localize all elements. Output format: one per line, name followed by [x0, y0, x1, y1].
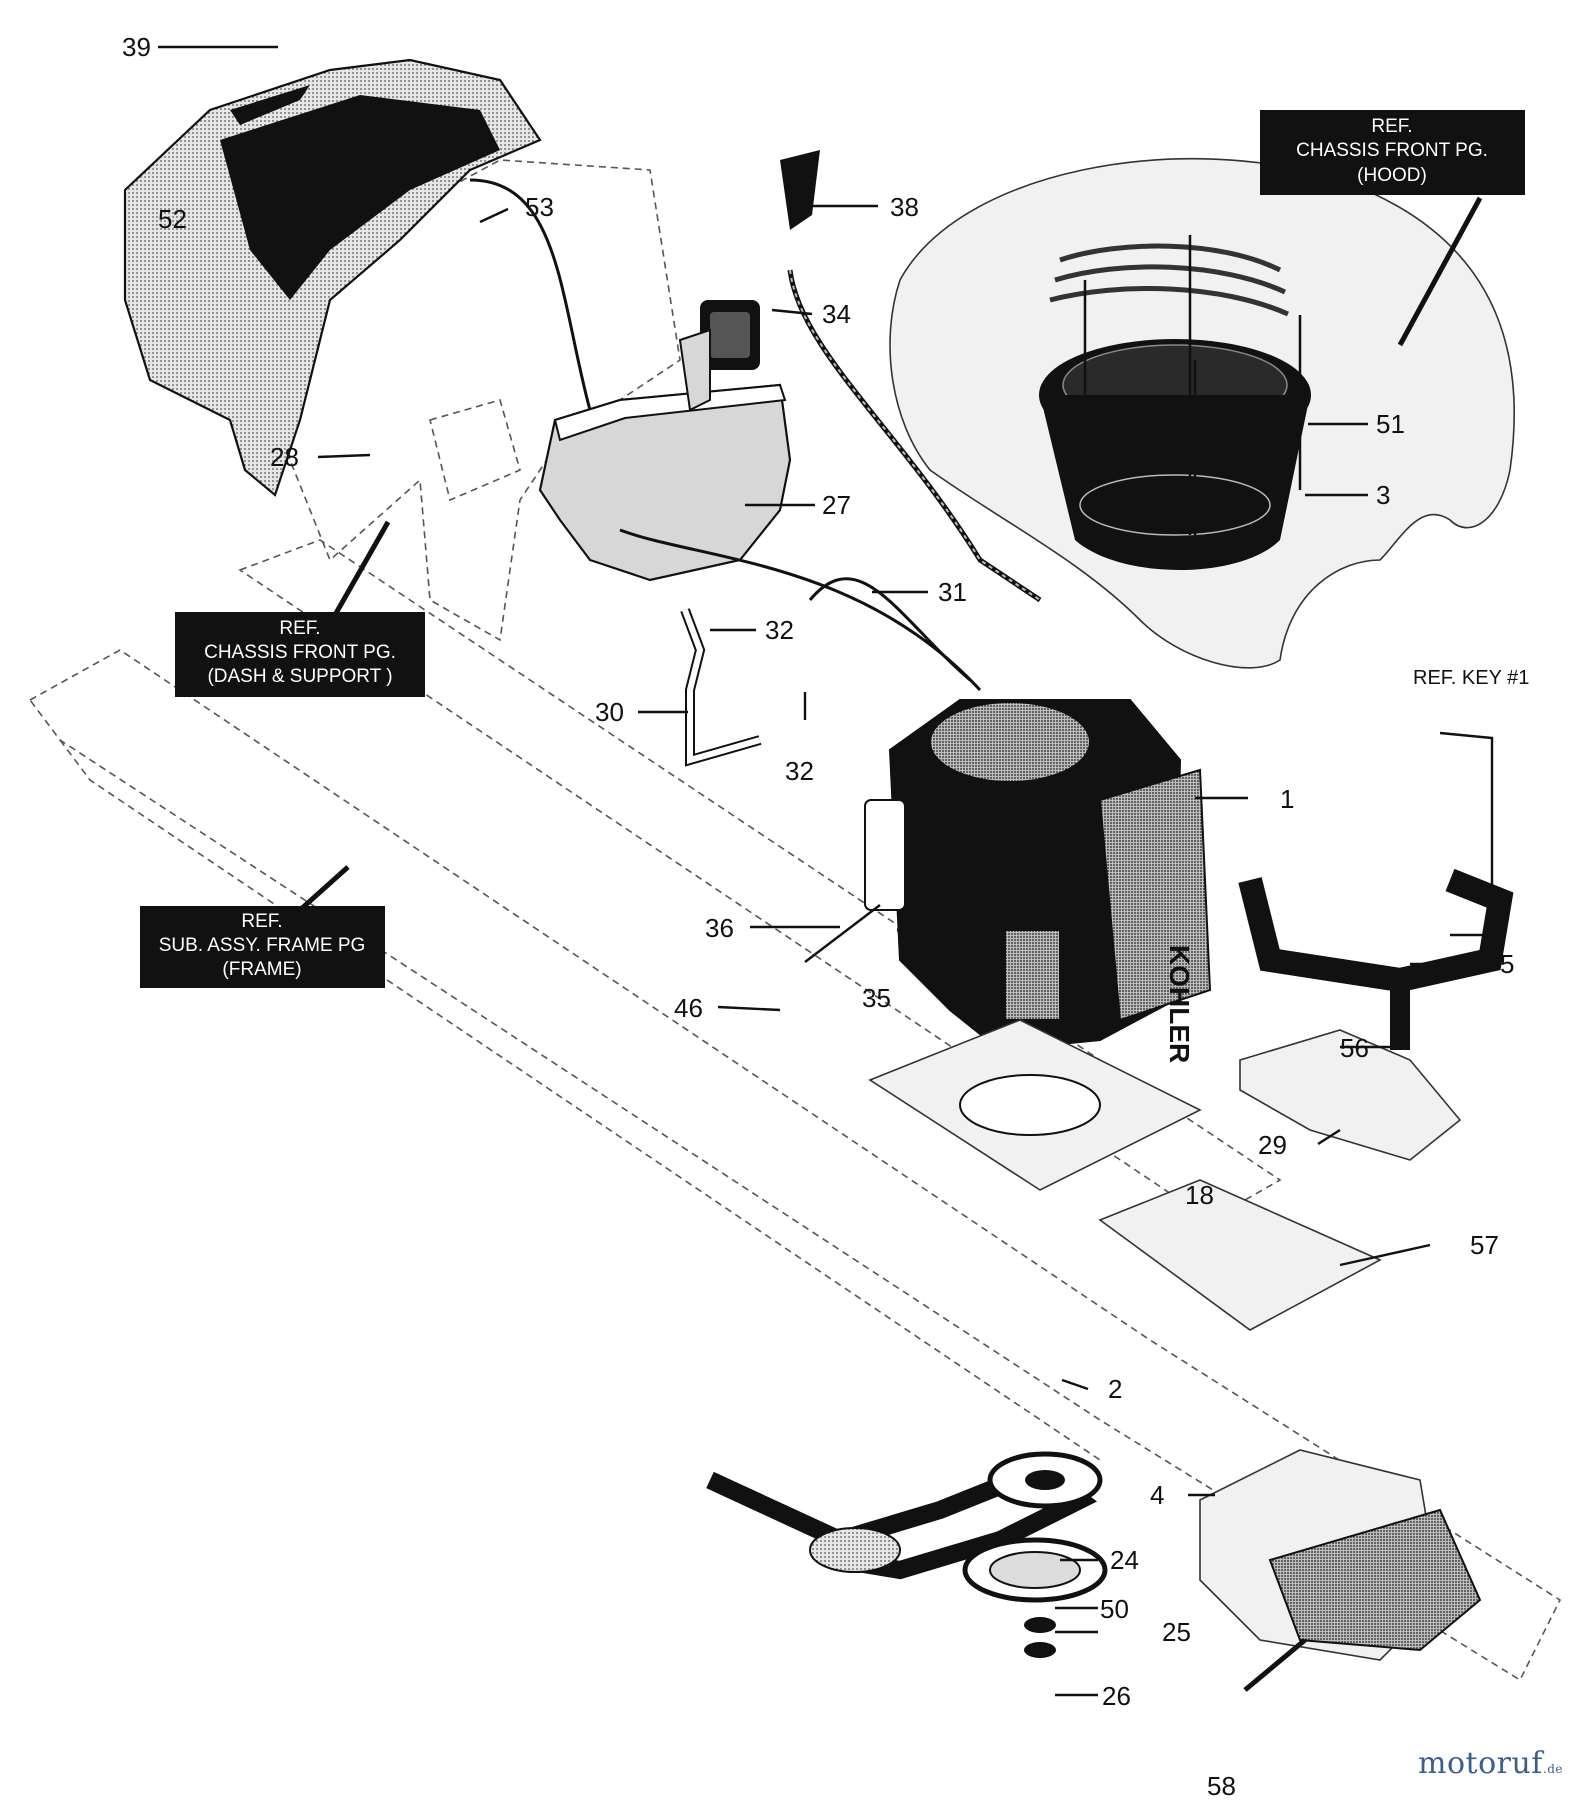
callout-30: 30: [595, 697, 624, 727]
belt-and-pulleys: [706, 1451, 1108, 1658]
engine: KOHLER: [864, 699, 1212, 1063]
ref-box-dash: REF. CHASSIS FRONT PG. (DASH & SUPPORT ): [175, 612, 425, 697]
callout-38: 38: [890, 192, 919, 222]
muffler-bracket: [1098, 1179, 1382, 1331]
engine-muffler-cover: [1098, 768, 1212, 1022]
callout-4: 4: [1150, 1480, 1164, 1510]
ref-dash-line-1: REF.: [279, 618, 320, 639]
callout-26: 26: [1102, 1681, 1131, 1711]
hood-grille: [1049, 243, 1290, 317]
callout-52: 52: [158, 204, 187, 234]
callout-3: 3: [1376, 480, 1390, 510]
dash-support: [259, 159, 681, 642]
ref-dash-line-2: CHASSIS FRONT PG.: [204, 642, 396, 663]
fuel-cap: [678, 300, 760, 412]
watermark-name: motoruf: [1418, 1746, 1543, 1781]
callout-32b: 32: [785, 756, 814, 786]
callout-24: 24: [1110, 1545, 1139, 1575]
callout-2: 2: [1108, 1374, 1122, 1404]
ref-frame-line-1: REF.: [241, 911, 282, 932]
callout-35: 35: [862, 983, 891, 1013]
ref-dash-line-3: (DASH & SUPPORT ): [207, 666, 392, 687]
ref-box-hood: REF. CHASSIS FRONT PG. (HOOD): [1260, 110, 1525, 195]
callout-25: 25: [1162, 1617, 1191, 1647]
engine-brand-label: KOHLER: [1164, 945, 1195, 1063]
callout-5: 5: [1500, 949, 1514, 979]
callout-53: 53: [525, 192, 554, 222]
callout-labels: 39 52 53 38 34 51 3 28 27 31 32 30 32 1 …: [122, 32, 1514, 1800]
callout-31: 31: [938, 577, 967, 607]
ref-hood-line-1: REF.: [1371, 116, 1412, 137]
throttle-cable: [780, 150, 1042, 603]
watermark-logo: motoruf.de: [1418, 1746, 1563, 1781]
ref-frame-line-3: (FRAME): [222, 959, 301, 980]
watermark-tld: .de: [1542, 1762, 1564, 1776]
callout-34: 34: [822, 299, 851, 329]
callout-36: 36: [705, 913, 734, 943]
ref-hood-line-3: (HOOD): [1357, 165, 1427, 186]
ref-hood-line-2: CHASSIS FRONT PG.: [1296, 140, 1488, 161]
intake-ring: [1039, 235, 1311, 570]
ref-frame-line-2: SUB. ASSY. FRAME PG: [159, 935, 366, 956]
dash-panel: [123, 58, 542, 497]
engine-mount-plate: [868, 1019, 1202, 1191]
intake-rods: [1083, 235, 1302, 540]
callout-39: 39: [122, 32, 151, 62]
callout-50: 50: [1100, 1594, 1129, 1624]
callout-56: 56: [1340, 1033, 1369, 1063]
callout-51: 51: [1376, 409, 1405, 439]
ref-box-frame: REF. SUB. ASSY. FRAME PG (FRAME): [140, 906, 385, 988]
muffler: [1199, 1449, 1482, 1661]
fuel-lines: [469, 178, 982, 767]
callout-28: 28: [270, 442, 299, 472]
callout-27: 27: [822, 490, 851, 520]
callout-32a: 32: [765, 615, 794, 645]
engine-oil-filter: [1004, 881, 1061, 1021]
callout-1: 1: [1280, 784, 1294, 814]
frame-rails: [28, 539, 1562, 1682]
callout-46: 46: [674, 993, 703, 1023]
fuel-tank: [538, 300, 792, 582]
callout-29: 29: [1258, 1130, 1287, 1160]
engine-starter: [864, 799, 953, 942]
callout-57: 57: [1470, 1230, 1499, 1260]
callout-58: 58: [1207, 1771, 1236, 1800]
leader-lines: [158, 45, 1494, 1697]
callout-18: 18: [1185, 1180, 1214, 1210]
ref-key-label: REF. KEY #1: [1413, 667, 1529, 689]
heat-shield: [1239, 1029, 1462, 1161]
